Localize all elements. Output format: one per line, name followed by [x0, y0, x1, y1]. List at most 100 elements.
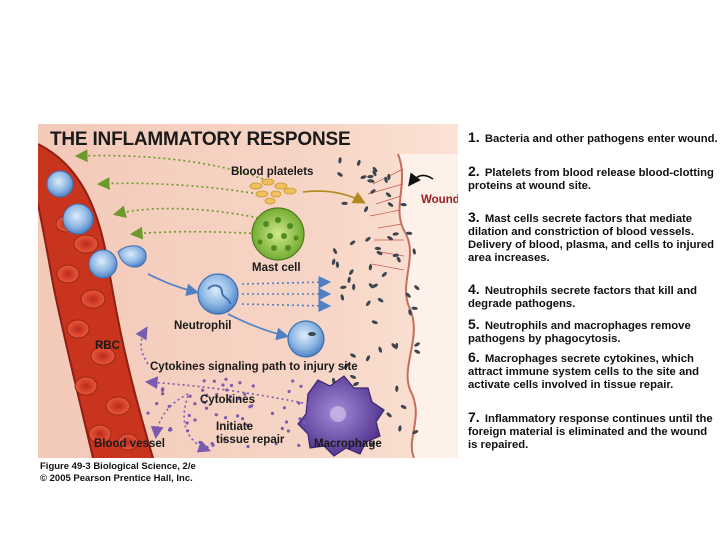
label-neutrophil: Neutrophil — [174, 320, 232, 332]
cytokine-dot — [204, 406, 209, 410]
pathogen — [370, 189, 376, 194]
cytokine-dot — [205, 393, 209, 397]
step-text: Inflammatory response continues until th… — [468, 413, 713, 451]
cytokine-dot — [221, 383, 225, 387]
pathogen — [368, 442, 376, 446]
label-cytokines-path: Cytokines signaling path to injury site — [150, 361, 358, 373]
cytokine-dot — [299, 384, 303, 388]
pathogen — [352, 283, 356, 291]
step-number: 6. — [468, 349, 480, 365]
step-text: Neutrophils secrete factors that kill an… — [468, 285, 698, 310]
cytokine-arrows — [135, 326, 309, 453]
cytokine-dot — [201, 388, 205, 392]
pathogen — [368, 283, 374, 289]
pathogen — [412, 430, 419, 435]
platelet-arrow — [302, 190, 366, 204]
pathogen — [400, 202, 407, 207]
pathogen — [367, 174, 374, 179]
cytokine-dot — [168, 427, 172, 431]
label-cytokines: Cytokines — [200, 394, 255, 406]
cytokine-dot — [185, 421, 189, 425]
cytokine-dot — [167, 404, 171, 408]
pathogen — [387, 202, 394, 207]
step-3: 3. Mast cells secrete factors that media… — [468, 210, 718, 265]
pathogen — [387, 236, 393, 241]
step-5: 5. Neutrophils and macrophages remove pa… — [468, 317, 718, 346]
step-number: 4. — [468, 281, 480, 297]
pathogen — [396, 256, 401, 263]
step-2: 2. Platelets from blood release blood-cl… — [468, 163, 718, 193]
cytokine-dot — [215, 393, 219, 397]
cytokine-dot — [297, 443, 301, 447]
label-macrophage: Macrophage — [314, 438, 382, 450]
cytokine-dot — [198, 440, 202, 445]
diagram-artwork — [38, 124, 458, 458]
red-blood-cells — [55, 215, 139, 451]
pathogen — [350, 374, 357, 379]
cytokine-dot — [291, 379, 295, 383]
cytokine-dot — [250, 404, 254, 408]
pathogen — [376, 251, 383, 256]
pathogen — [406, 231, 413, 235]
pathogen — [372, 170, 377, 177]
pathogen — [414, 285, 420, 291]
pathogen — [392, 232, 399, 236]
cytokine-dot — [246, 444, 250, 449]
pathogen — [337, 172, 343, 177]
cytokine-dot — [214, 413, 218, 417]
label-rbc: RBC — [95, 340, 120, 352]
pathogen — [378, 346, 383, 353]
pathogen — [365, 236, 371, 242]
inflammatory-response-diagram: THE INFLAMMATORY RESPONSE Blood platelet… — [38, 124, 458, 458]
pathogen — [385, 192, 392, 198]
pathogen — [360, 175, 367, 179]
cytokine-dot — [297, 401, 301, 405]
cytokine-dot — [161, 387, 165, 391]
label-initiate: Initiate — [216, 421, 254, 433]
steps-list: 1. Bacteria and other pathogens enter wo… — [460, 125, 718, 458]
pathogen — [349, 269, 354, 275]
label-blood-platelets: Blood platelets — [231, 166, 314, 178]
caption-line-2: © 2005 Pearson Prentice Hall, Inc. — [40, 473, 193, 484]
step-number: 2. — [468, 163, 480, 179]
pathogen — [405, 292, 411, 298]
cytokine-dot — [237, 396, 241, 401]
pathogen — [391, 343, 397, 349]
cytokine-dot — [241, 417, 245, 421]
pathogen — [347, 276, 351, 283]
step-number: 7. — [468, 409, 480, 425]
step-text: Bacteria and other pathogens enter wound… — [484, 133, 718, 145]
pathogen — [332, 248, 338, 255]
step-4: 4. Neutrophils secrete factors that kill… — [468, 281, 718, 311]
pathogen — [340, 285, 347, 289]
cytokine-dot — [202, 379, 206, 383]
pathogen — [341, 201, 348, 205]
cytokine-dot — [210, 442, 214, 446]
pathogen — [367, 179, 374, 183]
cytokine-molecules — [146, 377, 314, 449]
cytokine-dot — [222, 437, 227, 442]
pathogen — [414, 349, 421, 354]
step-6: 6. Macrophages secrete cytokines, which … — [468, 349, 718, 392]
phagocytic-neutrophil — [287, 320, 325, 358]
label-wound: Wound — [421, 194, 458, 206]
cytokine-dot — [212, 379, 216, 383]
pathogen — [340, 294, 345, 301]
cytokine-dot — [274, 442, 278, 446]
pathogen — [353, 382, 359, 386]
step-text: Neutrophils and macrophages remove patho… — [468, 320, 691, 345]
cytokine-dot — [251, 384, 255, 388]
cytokine-dot — [188, 394, 192, 398]
pathogen — [400, 404, 407, 410]
neutrophil — [197, 273, 239, 315]
cytokine-dot — [280, 426, 284, 431]
neutrophil-action-arrows — [241, 275, 332, 313]
cytokine-dot — [161, 392, 165, 396]
label-mast-cell: Mast cell — [252, 262, 301, 274]
pathogen — [386, 412, 392, 418]
cytokine-dot — [286, 429, 290, 433]
neutrophil-migration-arrow — [147, 273, 200, 297]
wound-arrow — [408, 172, 434, 187]
pathogen — [384, 176, 388, 183]
mast-cell — [251, 207, 305, 261]
